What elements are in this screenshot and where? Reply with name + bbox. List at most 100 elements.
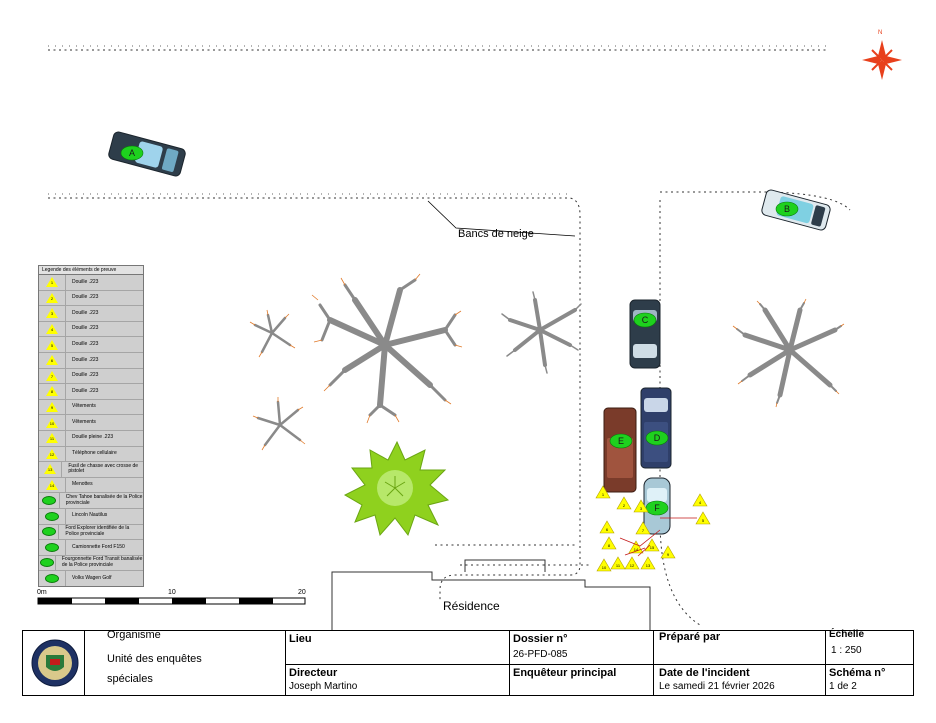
schema-value: 1 de 2 bbox=[829, 681, 857, 692]
evidence-number: 2 bbox=[623, 503, 626, 508]
legend-label: Camionnette Ford F150 bbox=[72, 543, 125, 550]
legend-symbol: 5 bbox=[39, 337, 66, 352]
legend-symbol-number: 4 bbox=[50, 327, 54, 333]
vehicle-label-oval bbox=[609, 433, 633, 449]
legend-symbol-number: 1 bbox=[50, 280, 54, 286]
legend-label: Douille pleine .223 bbox=[72, 434, 114, 441]
legend-symbol: 8 bbox=[39, 384, 66, 399]
evidence-triangle-icon: 14 bbox=[46, 480, 58, 491]
north-arrow-compass bbox=[862, 40, 902, 80]
evidence-number: 5 bbox=[702, 518, 705, 523]
legend-symbol: 14 bbox=[39, 477, 66, 493]
legend-symbol: 9 bbox=[39, 399, 66, 415]
vehicle-label-text: D bbox=[654, 433, 661, 443]
legend-symbol-number: 8 bbox=[50, 389, 54, 395]
legend-item: 6 Douille .223 bbox=[39, 352, 143, 369]
residence-step bbox=[464, 559, 546, 572]
dossier-value: 26-PFD-085 bbox=[513, 649, 568, 660]
vehicle-label-oval bbox=[775, 201, 799, 217]
legend-symbol: 7 bbox=[39, 368, 66, 384]
evidence-triangle-icon bbox=[596, 558, 612, 572]
snowbank-ticks bbox=[48, 45, 826, 195]
vehicle-label-c: C bbox=[633, 312, 657, 328]
legend-label: Douille .223 bbox=[72, 278, 99, 285]
vehicle-label-text: B bbox=[784, 204, 790, 214]
evidence-marker: 15 bbox=[644, 538, 660, 552]
evidence-number: 7 bbox=[642, 528, 645, 533]
legend-label: Douille .223 bbox=[72, 356, 99, 363]
evidence-number: 13 bbox=[646, 563, 651, 568]
evidence-marker: 9 bbox=[660, 545, 676, 559]
evidence-number: 3 bbox=[640, 506, 643, 511]
evidence-number: 1 bbox=[602, 492, 605, 497]
evidence-number: 11 bbox=[616, 563, 621, 568]
evidence-number: 12 bbox=[630, 563, 635, 568]
evidence-marker: 12 bbox=[624, 556, 640, 570]
tree-large-left-twigs bbox=[311, 273, 463, 424]
scale-label-0: 0m bbox=[37, 589, 47, 596]
legend-symbol-number: 9 bbox=[50, 405, 54, 411]
tb-divider-row bbox=[285, 664, 914, 665]
evidence-marker: 8 bbox=[601, 536, 617, 550]
tree-small-upper bbox=[253, 313, 292, 354]
evidence-triangle-icon bbox=[640, 556, 656, 570]
legend-symbol: A bbox=[39, 493, 60, 508]
tb-divider-2 bbox=[509, 631, 510, 695]
evidence-triangle-icon: 3 bbox=[46, 308, 58, 319]
organisme-label: Organisme bbox=[107, 629, 161, 641]
date-label: Date de l'incident bbox=[659, 667, 750, 679]
vehicle-d bbox=[640, 387, 672, 469]
legend-symbol-number: 10 bbox=[49, 420, 55, 426]
tb-divider-4 bbox=[825, 631, 826, 695]
legend-symbol: 10 bbox=[39, 415, 66, 430]
legend-label: Douille .223 bbox=[72, 309, 99, 316]
legend-symbol: D bbox=[39, 540, 66, 555]
evidence-marker: 6 bbox=[599, 520, 615, 534]
legend-symbol-number: 14 bbox=[49, 483, 55, 489]
legend-item: D Camionnette Ford F150 bbox=[39, 540, 143, 556]
vehicle-label-b: B bbox=[775, 201, 799, 217]
legend-label: Vêtements bbox=[72, 418, 96, 425]
tb-divider-logo bbox=[84, 631, 85, 695]
legend-symbol: 4 bbox=[39, 321, 66, 337]
legend-symbol-number: 6 bbox=[50, 358, 54, 364]
legend-label: Ford Explorer identifiée de la Police pr… bbox=[65, 525, 130, 537]
shrub bbox=[343, 440, 450, 537]
evidence-triangle-icon: 11 bbox=[46, 433, 58, 444]
evidence-triangle-icon bbox=[624, 556, 640, 570]
evidence-marker: 5 bbox=[695, 511, 711, 525]
vehicle-label-oval bbox=[645, 430, 669, 446]
vehicle-c bbox=[629, 299, 661, 369]
evidence-number: 14 bbox=[634, 547, 639, 552]
evidence-number: 4 bbox=[699, 500, 702, 505]
tb-divider-3 bbox=[653, 631, 654, 695]
tree-small-upper-twigs bbox=[249, 309, 296, 358]
legend-label: Téléphone cellulaire bbox=[72, 450, 117, 457]
evidence-triangle-icon: 5 bbox=[46, 339, 58, 350]
vehicle-label-oval bbox=[633, 312, 657, 328]
vehicle-label-text: A bbox=[129, 148, 135, 158]
echelle-value: 1 : 250 bbox=[831, 645, 862, 656]
evidence-triangle-icon: 9 bbox=[46, 402, 58, 413]
vehicle-oval-icon: F bbox=[45, 574, 59, 584]
scale-label-10: 10 bbox=[168, 589, 176, 596]
directeur-label: Directeur bbox=[289, 667, 338, 679]
vehicle-a bbox=[108, 131, 186, 177]
evidence-marker: 2 bbox=[616, 496, 632, 510]
legend-label: Lincoln Nautilus bbox=[72, 512, 108, 519]
date-value: Le samedi 21 février 2026 bbox=[659, 681, 775, 692]
legend-item: 3 Douille .223 bbox=[39, 306, 143, 322]
evidence-marker: 10 bbox=[596, 558, 612, 572]
evidence-marker: 4 bbox=[692, 493, 708, 507]
legend-symbol: 2 bbox=[39, 290, 66, 306]
vehicle-label-text: C bbox=[642, 315, 649, 325]
legend-label: Douille .223 bbox=[72, 387, 99, 394]
evidence-marker: 3 bbox=[633, 499, 649, 513]
